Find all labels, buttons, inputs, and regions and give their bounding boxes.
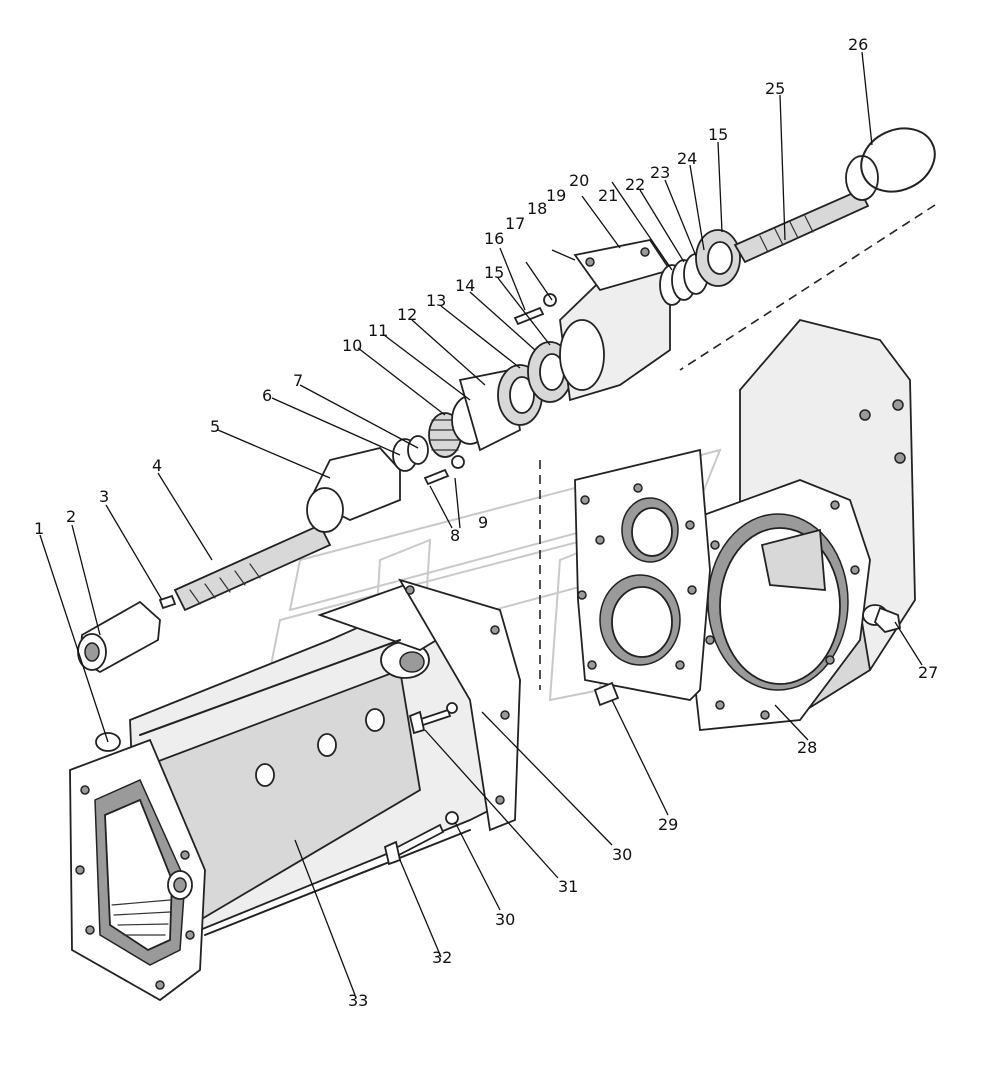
callout-7: 7 [293,371,303,390]
callout-22: 22 [625,175,645,194]
callout-1: 1 [34,519,44,538]
callout-18: 18 [527,199,547,218]
callout-4: 4 [152,456,162,475]
callout-19: 19 [546,186,566,205]
callout-9: 9 [478,513,488,532]
callout-15b: 15 [708,125,728,144]
callout-28: 28 [797,738,817,757]
callout-17: 17 [505,214,525,233]
callout-2: 2 [66,507,76,526]
callout-14: 14 [455,276,475,295]
callout-13: 13 [426,291,446,310]
callout-25: 25 [765,79,785,98]
callout-5: 5 [210,417,220,436]
callout-32: 32 [432,948,452,967]
callout-33: 33 [348,991,368,1010]
callout-23: 23 [650,163,670,182]
callout-3: 3 [99,487,109,506]
callout-labels: 1 2 3 4 5 6 7 8 9 10 11 12 13 14 15 16 1… [34,35,938,1010]
callout-20: 20 [569,171,589,190]
left-housing-33 [69,578,521,1002]
callout-12: 12 [397,305,417,324]
callout-8: 8 [450,526,460,545]
right-housing-28 [574,318,916,731]
bolts-30-31-32 [383,702,459,866]
callout-31: 31 [558,877,578,896]
callout-6: 6 [262,386,272,405]
callout-29: 29 [658,815,678,834]
callout-27: 27 [918,663,938,682]
callout-16: 16 [484,229,504,248]
callout-10: 10 [342,336,362,355]
callout-24: 24 [677,149,697,168]
callout-15a: 15 [484,263,504,282]
callout-21: 21 [598,186,618,205]
callout-11: 11 [368,321,388,340]
callout-30a: 30 [612,845,632,864]
shaft-assembly [77,127,936,690]
leader-lines [39,51,923,996]
callout-26: 26 [848,35,868,54]
callout-30b: 30 [495,910,515,929]
